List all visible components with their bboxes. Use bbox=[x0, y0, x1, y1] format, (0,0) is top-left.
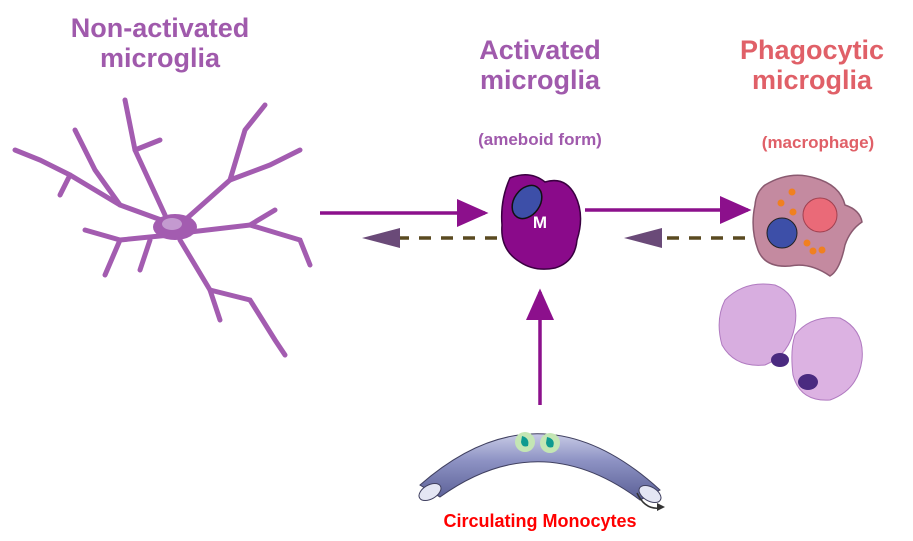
title-line: Activated bbox=[479, 35, 601, 65]
title-line: Non-activated bbox=[70, 13, 250, 43]
phagocytic-reversal-arrowhead bbox=[624, 228, 662, 248]
nucleus bbox=[766, 217, 798, 249]
granules bbox=[777, 188, 826, 255]
histology-macrophages bbox=[718, 283, 863, 401]
title-line: Phagocytic bbox=[739, 35, 885, 65]
title-line: microglia bbox=[479, 64, 601, 95]
phagocytic-title: Phagocytic microglia bbox=[712, 35, 912, 95]
cell-letter: M bbox=[532, 213, 548, 232]
non-activated-microglia-cell bbox=[12, 97, 313, 358]
title-line: microglia bbox=[99, 42, 221, 73]
ameboid-form-label: (ameboid form) bbox=[478, 130, 602, 149]
title-line: microglia bbox=[751, 64, 873, 95]
macrophage-label: (macrophage) bbox=[761, 133, 875, 152]
blood-vessel bbox=[418, 432, 665, 511]
nucleus bbox=[511, 184, 543, 220]
non-activated-title: Non-activated microglia bbox=[0, 13, 320, 73]
monocytes-label: Circulating Monocytes bbox=[443, 511, 637, 531]
phagosome bbox=[802, 197, 838, 233]
reversal-arrowhead bbox=[362, 228, 400, 248]
activated-title: Activated microglia bbox=[440, 35, 640, 95]
